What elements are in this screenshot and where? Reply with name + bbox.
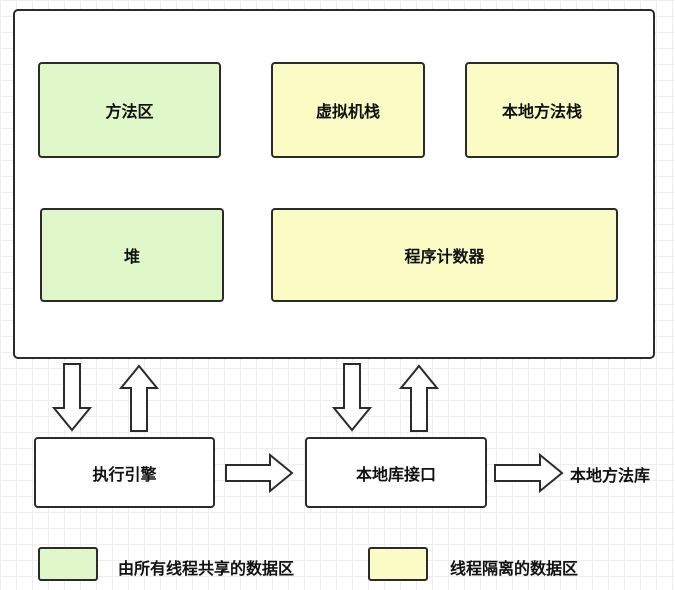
legend-shared-swatch [38, 547, 98, 581]
method-area-label: 方法区 [105, 102, 154, 121]
method-area-box: 方法区 [38, 62, 221, 158]
legend-isolated-label: 线程隔离的数据区 [450, 559, 579, 578]
legend-isolated-swatch [368, 547, 428, 581]
native-method-stack-box: 本地方法栈 [465, 62, 619, 158]
heap-box: 堆 [40, 208, 224, 302]
native-interface-box: 本地库接口 [305, 437, 487, 508]
up-arrow-icon [398, 364, 440, 432]
heap-label: 堆 [123, 247, 140, 266]
right-arrow-icon [225, 452, 294, 494]
execution-engine-box: 执行引擎 [34, 437, 215, 508]
program-counter-label: 程序计数器 [404, 247, 485, 266]
down-arrow-icon [331, 363, 373, 432]
native-library-label: 本地方法库 [570, 466, 651, 485]
program-counter-box: 程序计数器 [271, 208, 618, 302]
vm-stack-label: 虚拟机栈 [315, 102, 380, 121]
down-arrow-icon [51, 363, 93, 432]
native-method-stack-label: 本地方法栈 [501, 102, 582, 121]
vm-stack-box: 虚拟机栈 [271, 62, 425, 158]
up-arrow-icon [118, 364, 160, 432]
execution-engine-label: 执行引擎 [92, 464, 157, 484]
legend-shared-label: 由所有线程共享的数据区 [118, 559, 295, 578]
native-interface-label: 本地库接口 [355, 464, 436, 484]
right-arrow-icon [494, 452, 564, 494]
